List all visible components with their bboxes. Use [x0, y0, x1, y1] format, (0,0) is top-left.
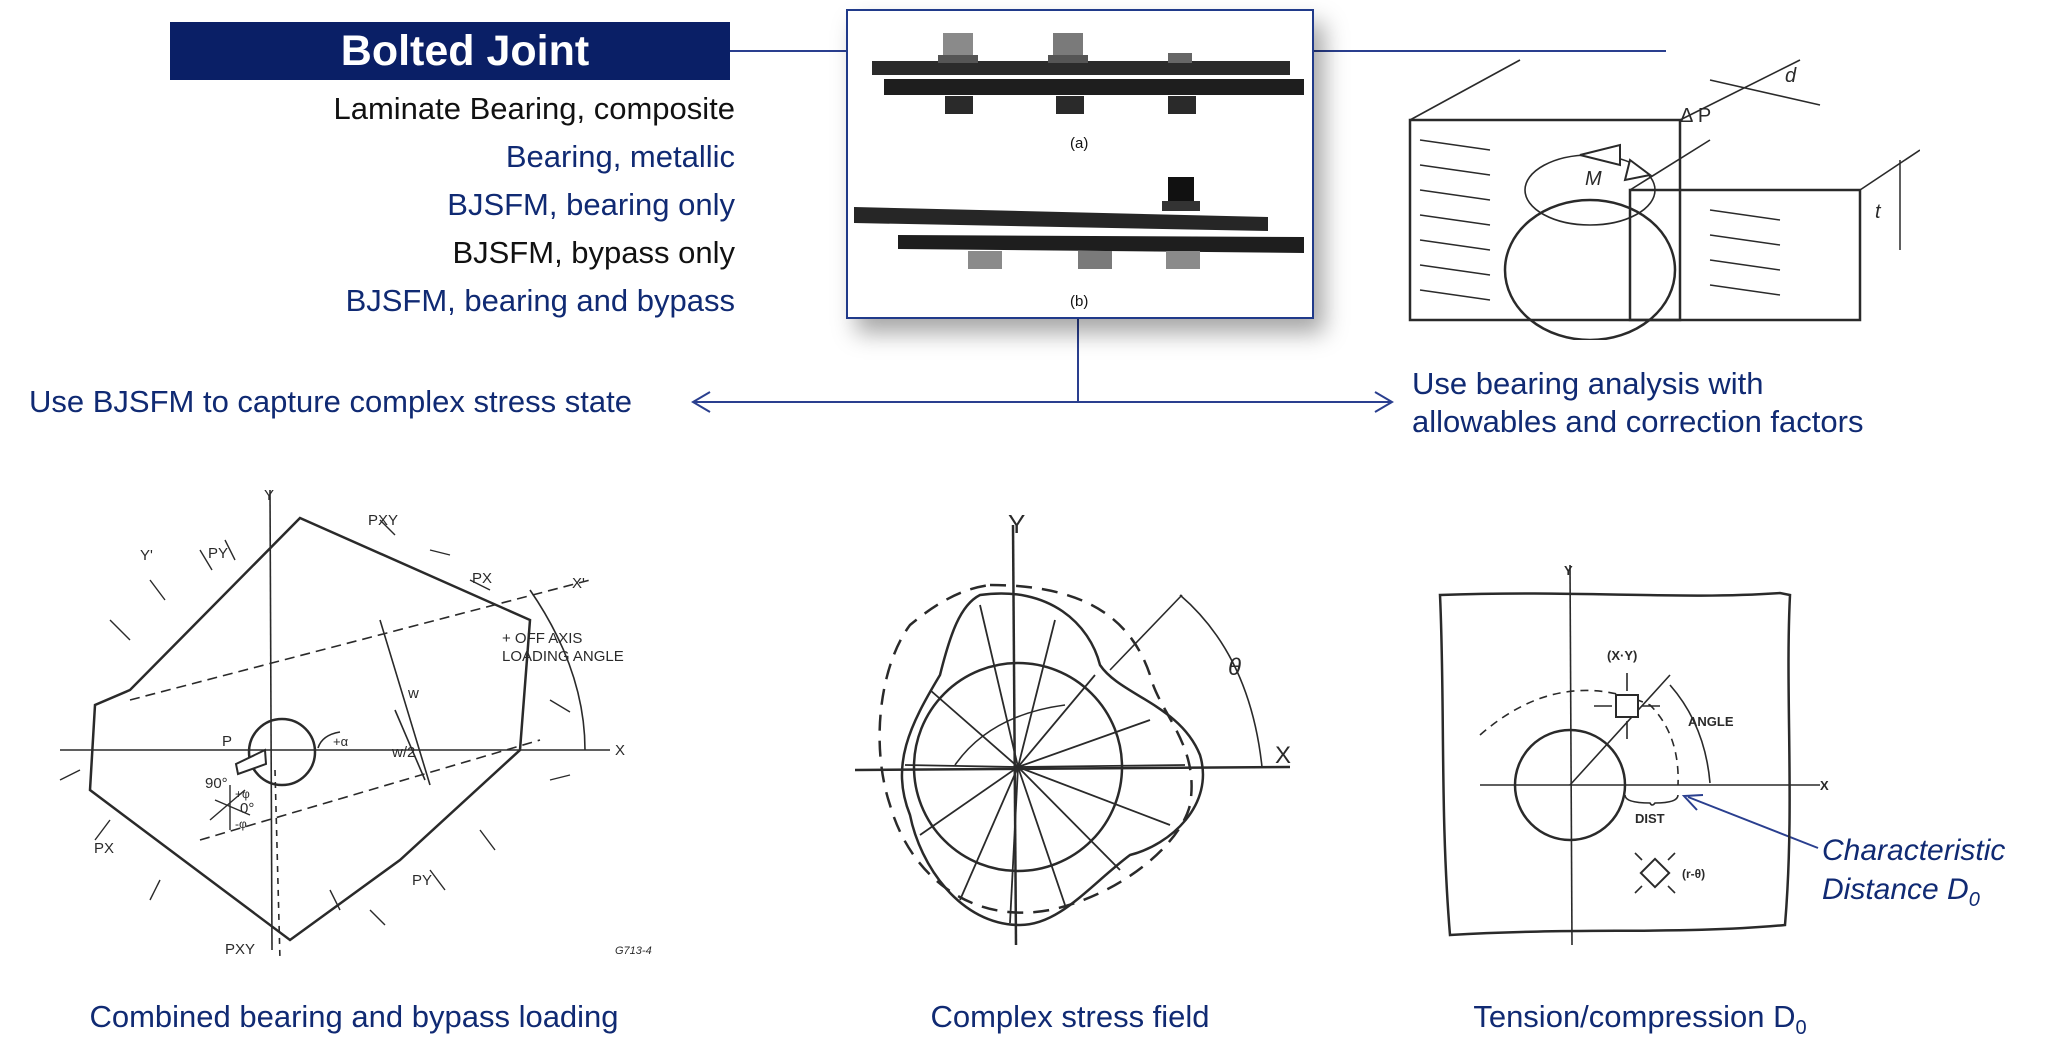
bearing-d-label: d — [1785, 65, 1797, 87]
right-branch-line1: Use bearing analysis with — [1412, 366, 1764, 401]
dist-y-label: Y — [1564, 563, 1573, 578]
loading-off-axis-line2: LOADING ANGLE — [502, 648, 624, 665]
right-arrowhead — [1374, 391, 1394, 413]
loading-py-bottom-label: PY — [412, 872, 432, 889]
loading-w-half-label: w/2 — [391, 744, 415, 761]
bearing-load-sketch: d Δ P M t — [1408, 59, 1920, 340]
caption-combined-loading: Combined bearing and bypass loading — [89, 999, 619, 1034]
dist-x-label: X — [1820, 778, 1829, 793]
stress-y-label: Y — [1008, 509, 1025, 539]
loading-px-top-label: PX — [472, 570, 492, 587]
left-branch-text: Use BJSFM to capture complex stress stat… — [29, 384, 632, 419]
char-distance-main: Distance D — [1822, 873, 1969, 906]
char-distance-line1: Characteristic — [1822, 834, 2006, 867]
loading-w-label: w — [407, 685, 419, 702]
analysis-option-bjsfm-bearing: BJSFM, bearing only — [447, 187, 735, 222]
stress-theta-label: θ — [1228, 654, 1241, 681]
char-distance-arrowhead — [1681, 794, 1704, 811]
stress-field-diagram: Y θ X — [854, 509, 1291, 946]
caption-tension-main: Tension/compression D — [1473, 999, 1796, 1034]
loading-pxy-top-label: PXY — [368, 512, 398, 529]
page-title: Bolted Joint — [170, 22, 730, 80]
loading-y-label: Y — [264, 487, 274, 504]
caption-tension-compression: Tension/compression D0 — [1430, 999, 1850, 1040]
loading-x-prime-label: X' — [572, 575, 585, 592]
bearing-t-label: t — [1875, 201, 1882, 223]
loading-pxy-bottom-label: PXY — [225, 941, 255, 958]
left-arrowhead — [691, 391, 711, 413]
loading-code-label: G713-4 — [615, 945, 652, 957]
bearing-m-label: M — [1585, 168, 1602, 190]
loading-y-prime-label: Y' — [140, 547, 153, 564]
loading-p-label: P — [222, 733, 232, 750]
loading-0-label: 0° — [240, 800, 254, 817]
loading-phi-minus-label: -φ — [235, 817, 247, 831]
analysis-option-laminate-bearing: Laminate Bearing, composite — [333, 91, 735, 126]
char-distance-pointer — [1687, 796, 1819, 849]
char-distance-line2: Distance D0 — [1822, 873, 1980, 912]
dist-xy-label: (X·Y) — [1607, 648, 1637, 663]
photo-label-a: (a) — [1070, 135, 1089, 152]
loading-90-label: 90° — [205, 775, 228, 792]
dist-rtheta-label: (r-θ) — [1682, 867, 1705, 881]
photo-label-b: (b) — [1070, 293, 1089, 310]
analysis-option-bearing-metallic: Bearing, metallic — [505, 139, 735, 174]
combined-loading-diagram: Y Y' PY PXY PX X' + OFF AXIS LOADING ANG… — [59, 487, 652, 960]
dist-dist-label: DIST — [1635, 811, 1665, 826]
bolt-photo-illustration — [854, 33, 1304, 269]
loading-x-label: X — [615, 742, 625, 759]
characteristic-distance-diagram: Y (X·Y) ANGLE X DIST (r-θ) — [1438, 563, 1829, 946]
analysis-option-bjsfm-bearing-bypass: BJSFM, bearing and bypass — [345, 283, 735, 318]
caption-tension-sub: 0 — [1795, 1017, 1807, 1040]
caption-stress-field: Complex stress field — [930, 999, 1210, 1034]
stress-x-label: X — [1275, 742, 1291, 769]
loading-phi-plus-label: +φ — [235, 787, 250, 801]
loading-px-left-label: PX — [94, 840, 114, 857]
char-distance-sub: 0 — [1968, 889, 1980, 911]
bolted-joint-photo: (a) (b) — [846, 9, 1314, 319]
loading-off-axis-line1: + OFF AXIS — [502, 630, 582, 647]
loading-alpha-label: +α — [333, 734, 349, 749]
bearing-delta-p-label: Δ P — [1680, 105, 1711, 127]
analysis-option-bjsfm-bypass: BJSFM, bypass only — [452, 235, 735, 270]
dist-angle-label: ANGLE — [1688, 714, 1734, 729]
right-branch-line2: allowables and correction factors — [1412, 404, 1864, 439]
loading-py-top-label: PY — [208, 545, 228, 562]
